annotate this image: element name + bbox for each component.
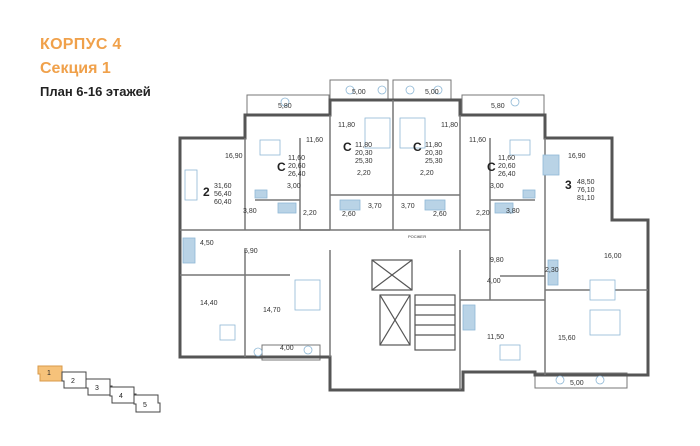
area-full: 26,40	[288, 171, 306, 178]
area-living: 11,80	[355, 142, 372, 149]
room-area: 16,90	[225, 153, 243, 160]
room-area: 3,00	[490, 183, 504, 190]
section-4[interactable]: 4	[109, 386, 137, 404]
room-area: 5,00	[352, 89, 366, 96]
room-area: 2,60	[433, 211, 447, 218]
room-area: 2,20	[420, 170, 434, 177]
room-area: 11,60	[306, 137, 323, 144]
section-5[interactable]: 5	[133, 394, 161, 413]
apt-c-3[interactable]: С 11,80 20,30 25,30	[413, 140, 443, 165]
room-area: 3,00	[287, 183, 301, 190]
apartment-type: С	[413, 140, 422, 154]
corridor-label: РОСЖЕЯ	[408, 234, 426, 239]
room-area: 3,80	[243, 208, 257, 215]
area-full: 25,30	[425, 158, 443, 165]
area-total: 20,30	[425, 150, 443, 157]
room-area: 2,20	[357, 170, 371, 177]
inner-walls	[180, 100, 648, 390]
stair-core	[371, 259, 456, 351]
area-living: 11,60	[498, 155, 515, 162]
room-area: 2,20	[303, 210, 317, 217]
apartment-type: 3	[565, 178, 572, 192]
room-area: 14,40	[200, 300, 218, 307]
room-area: 2,60	[342, 211, 356, 218]
apt-c-4[interactable]: С 11,60 20,60 26,40	[487, 155, 516, 178]
room-area: 16,00	[604, 253, 622, 260]
apt-c-2[interactable]: С 11,80 20,30 25,30	[343, 140, 373, 165]
room-area: 4,00	[487, 278, 501, 285]
area-total: 20,60	[288, 163, 306, 170]
section-title: Секция 1	[40, 60, 111, 77]
section-label: 4	[119, 393, 123, 400]
floor-plan-title: План 6-16 этажей	[40, 84, 151, 99]
room-area: 11,50	[487, 334, 504, 341]
room-area: 3,70	[368, 203, 382, 210]
room-area: 14,70	[263, 307, 281, 314]
area-full: 26,40	[498, 171, 516, 178]
section-2[interactable]: 2	[61, 371, 89, 389]
apt-2-left[interactable]: 2 31,60 56,40 60,40	[203, 183, 232, 206]
room-area: 3,70	[401, 203, 415, 210]
apt-c-1[interactable]: С 11,60 20,60 26,40	[277, 155, 306, 178]
section-label: 2	[71, 378, 75, 385]
room-area: 15,60	[558, 335, 576, 342]
area-living: 11,60	[288, 155, 305, 162]
area-total: 56,40	[214, 191, 232, 198]
room-area: 2,20	[476, 210, 490, 217]
area-living: 31,60	[214, 183, 232, 190]
section-label: 1	[47, 370, 51, 377]
area-living: 48,50	[577, 179, 595, 186]
room-areas: 5,80 5,00 5,00 5,80 11,80 11,80 11,60 11…	[200, 89, 622, 387]
area-full: 25,30	[355, 158, 373, 165]
room-area: 16,90	[568, 153, 586, 160]
apartment-type: 2	[203, 185, 210, 199]
section-label: 5	[143, 402, 147, 409]
room-area: 11,80	[338, 122, 355, 129]
section-label: 3	[95, 385, 99, 392]
bathroom-fixtures	[182, 154, 560, 331]
outer-walls	[178, 98, 650, 392]
apartment-type: С	[343, 140, 352, 154]
area-total: 20,60	[498, 163, 516, 170]
section-3[interactable]: 3	[85, 378, 113, 396]
room-area: 11,80	[441, 122, 458, 129]
area-full: 60,40	[214, 199, 232, 206]
room-area: 4,00	[280, 345, 294, 352]
area-total: 76,10	[577, 187, 595, 194]
section-1[interactable]: 1	[37, 365, 65, 382]
room-area: 5,00	[570, 380, 584, 387]
room-area: 2,30	[545, 267, 559, 274]
apartment-type: С	[487, 160, 496, 174]
furniture	[184, 85, 621, 385]
room-area: 11,60	[469, 137, 486, 144]
room-area: 5,00	[425, 89, 439, 96]
room-area: 9,80	[490, 257, 504, 264]
building-title: КОРПУС 4	[40, 36, 122, 53]
room-area: 5,80	[491, 103, 505, 110]
apartment-type: С	[277, 160, 286, 174]
room-area: 5,80	[278, 103, 292, 110]
room-area: 5,90	[244, 248, 258, 255]
apt-3-right[interactable]: 3 48,50 76,10 81,10	[565, 178, 595, 202]
room-area: 3,80	[506, 208, 520, 215]
area-living: 11,80	[425, 142, 442, 149]
area-total: 20,30	[355, 150, 373, 157]
room-area: 4,50	[200, 240, 214, 247]
area-full: 81,10	[577, 195, 595, 202]
